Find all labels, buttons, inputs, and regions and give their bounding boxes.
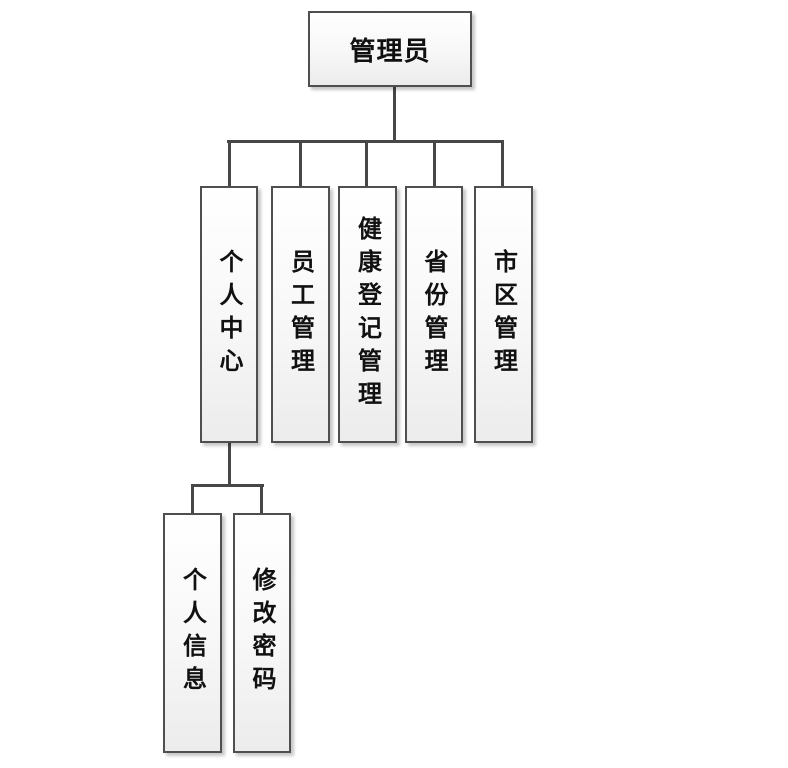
node-province-mgmt: 省份管理 [405, 186, 463, 443]
node-health-registration-mgmt: 健康登记管理 [338, 186, 397, 443]
node-province-mgmt-label: 省份管理 [420, 248, 448, 381]
connector-drop-employee-mgmt [299, 142, 302, 188]
connector-drop-city-district-mgmt [501, 142, 504, 188]
connector-drop-province-mgmt [433, 142, 436, 188]
node-personal-info: 个人信息 [163, 513, 222, 753]
connector-drop-personal-info [191, 486, 194, 514]
connector-drop-change-password [260, 486, 263, 514]
connector-level2-rail [227, 140, 504, 143]
node-admin-label: 管理员 [349, 36, 431, 67]
node-personal-center: 个人中心 [200, 186, 258, 443]
connector-root-stem [393, 85, 396, 143]
node-admin: 管理员 [308, 11, 472, 87]
node-change-password: 修改密码 [233, 513, 291, 753]
node-city-district-mgmt-label: 市区管理 [489, 248, 518, 381]
connector-level3-rail [191, 484, 264, 487]
connector-drop-personal-center [228, 142, 231, 188]
connector-drop-health-registration-mgmt [365, 142, 368, 188]
node-personal-center-label: 个人中心 [215, 248, 243, 381]
node-change-password-label: 修改密码 [248, 567, 276, 699]
node-city-district-mgmt: 市区管理 [474, 186, 533, 443]
node-health-registration-mgmt-label: 健康登记管理 [353, 215, 382, 414]
connector-personal-center-stem [228, 441, 231, 486]
node-employee-mgmt: 员工管理 [271, 186, 330, 443]
node-employee-mgmt-label: 员工管理 [286, 248, 315, 381]
node-personal-info-label: 个人信息 [178, 567, 207, 699]
